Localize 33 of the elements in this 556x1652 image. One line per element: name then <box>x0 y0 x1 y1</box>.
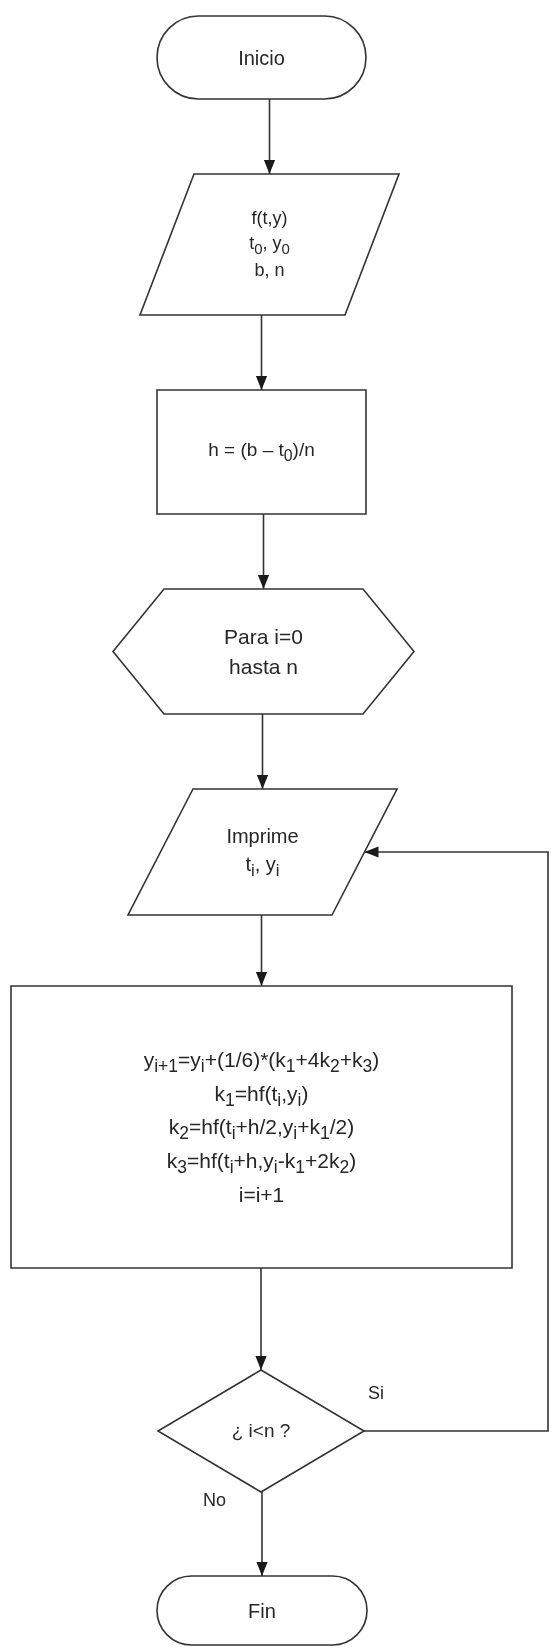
arrow <box>255 1267 267 1371</box>
arrow <box>257 513 270 590</box>
node-text: k$_{3}$=hf(t$_{i}$+h,y$_{i}$-k$_{1}$+2k$_{2}$) <box>166 1148 357 1180</box>
loop-hexagon <box>113 589 414 714</box>
edge-label: Si <box>368 1383 384 1404</box>
node-text: Fin <box>248 1598 276 1624</box>
process-box <box>157 390 366 514</box>
arrow <box>255 914 268 987</box>
node-text: y$_{i+1}$=y$_{i}$+(1/6)*(k$_{1}$+4k$_{2}$+k$_{3}$) <box>143 1046 380 1079</box>
output-parallelogram <box>128 789 397 915</box>
decision-diamond <box>158 1370 364 1492</box>
node-text: i=i+1 <box>238 1181 285 1208</box>
arrow <box>255 314 268 391</box>
node-text: t$_{0}$, y$_{0}$ <box>249 231 290 259</box>
arrow <box>363 846 549 1432</box>
node-text: Imprime <box>226 823 299 849</box>
input-parallelogram <box>140 174 399 315</box>
start-terminal <box>157 16 366 99</box>
node-text: Inicio <box>238 45 285 71</box>
node-text: k$_{1}$=hf(t$_{i}$,y$_{i}$) <box>214 1080 309 1112</box>
node-text: ¿ i<n ? <box>231 1418 291 1443</box>
node-text: h = (b – t$_{0}$)/n <box>208 438 315 466</box>
arrow <box>256 713 269 790</box>
arrow <box>263 98 276 175</box>
node-text: f(t,y) <box>251 206 288 230</box>
process-box <box>11 986 512 1268</box>
node-text: t$_{i}$, y$_{i}$ <box>245 851 280 882</box>
node-text: Para i=0 hasta n <box>223 624 304 680</box>
edge-label: No <box>203 1490 226 1511</box>
node-text: b, n <box>254 259 285 283</box>
node-text: k$_{2}$=hf(t$_{i}$+h/2,y$_{i}$+k$_{1}$/2) <box>168 1114 355 1146</box>
arrow <box>256 1491 268 1577</box>
end-terminal <box>157 1576 367 1645</box>
